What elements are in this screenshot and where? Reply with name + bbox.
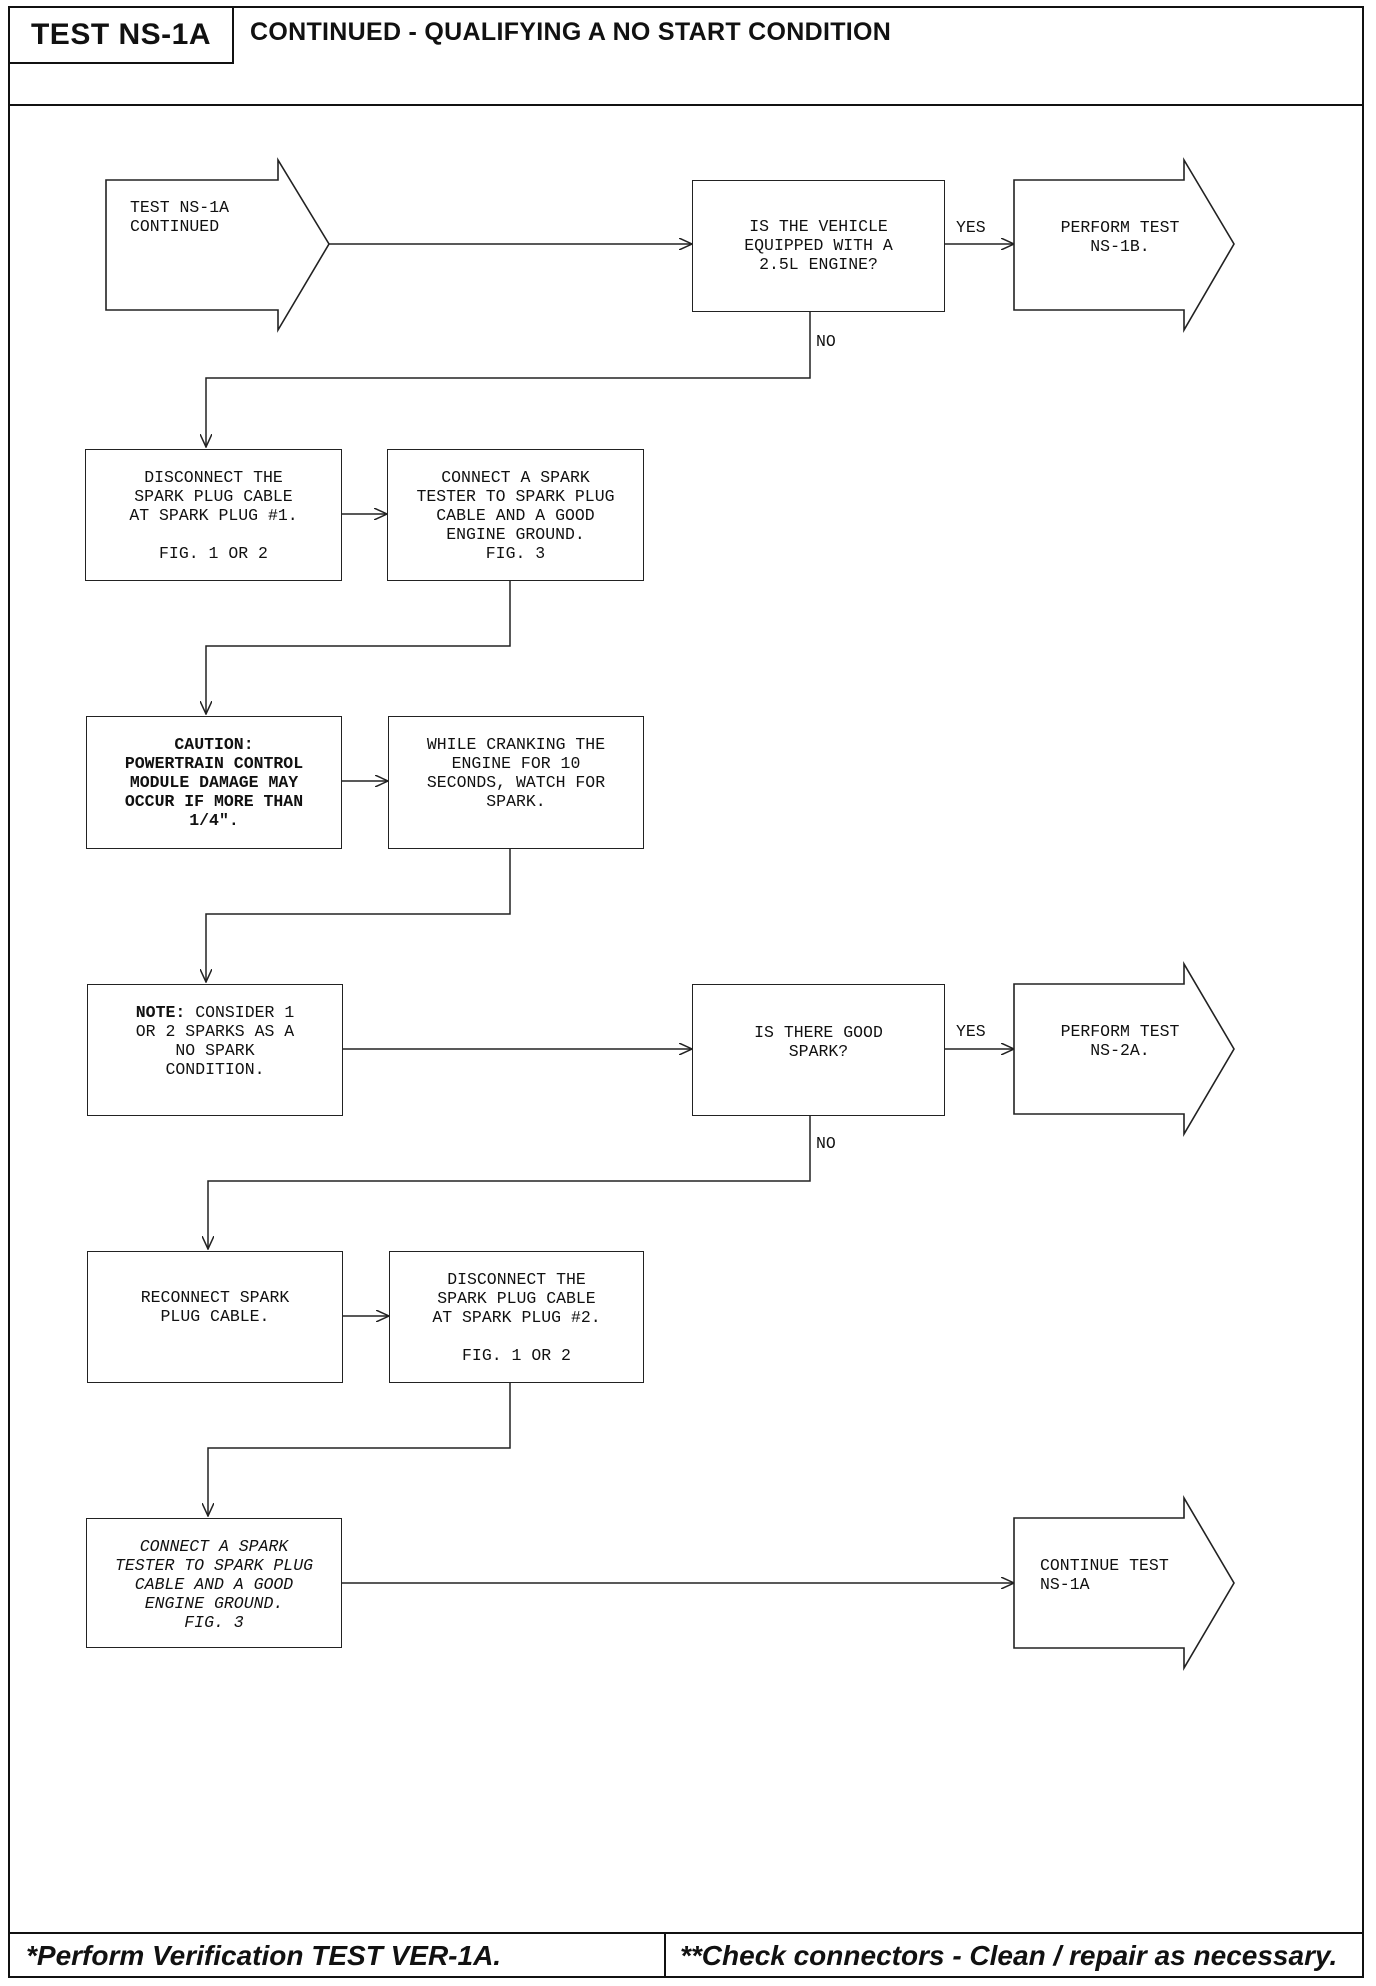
disconnect-plug2-box: DISCONNECT THE SPARK PLUG CABLE AT SPARK… [389,1251,644,1383]
connect-tester2-text: CONNECT A SPARK TESTER TO SPARK PLUG CAB… [114,1537,314,1632]
note-box: NOTE: CONSIDER 1 OR 2 SPARKS AS A NO SPA… [87,984,343,1116]
footer-connectors-note: **Check connectors - Clean / repair as n… [680,1940,1338,1971]
footer-divider [664,1932,666,1978]
good-spark-question-box: IS THERE GOOD SPARK? [692,984,945,1116]
reconnect-box: RECONNECT SPARK PLUG CABLE. [87,1251,343,1383]
continue-ns1a-arrow-shape [1013,1495,1235,1671]
connector-engine-no [206,312,811,447]
engine-yes-label: YES [956,218,986,237]
page-frame [8,6,1364,1978]
engine-question-box: IS THE VEHICLE EQUIPPED WITH A 2.5L ENGI… [692,180,945,312]
caution-box: CAUTION: POWERTRAIN CONTROL MODULE DAMAG… [86,716,342,849]
note-label: NOTE: [135,1003,186,1022]
spark-no-label: NO [816,1134,836,1153]
footer-verification-note: *Perform Verification TEST VER-1A. [26,1940,502,1971]
connect-tester1-box: CONNECT A SPARK TESTER TO SPARK PLUG CAB… [387,449,644,581]
connector-crank-to-note [206,849,511,982]
connector-spark-no [208,1116,811,1249]
perform-ns2a-arrow-shape [1013,961,1235,1137]
connector-disconnect2-to-tester2 [208,1383,511,1516]
perform-ns1b-label: PERFORM TEST NS-1B. [1060,218,1180,256]
perform-ns1b-arrow-shape [1013,157,1235,333]
perform-ns2a-label: PERFORM TEST NS-2A. [1060,1022,1180,1060]
engine-no-label: NO [816,332,836,351]
footer-bar [8,1932,1364,1978]
page-title: CONTINUED - QUALIFYING A NO START CONDIT… [250,18,892,46]
start-arrow-shape [105,157,330,333]
test-id-tab: TEST NS-1A [8,6,234,64]
note-text: CONSIDER 1 OR 2 SPARKS AS A NO SPARK CON… [135,1003,295,1079]
spark-yes-label: YES [956,1022,986,1041]
connector-tester1-to-caution [206,581,511,714]
continue-ns1a-label: CONTINUE TEST NS-1A [1040,1556,1169,1594]
connect-tester2-box: CONNECT A SPARK TESTER TO SPARK PLUG CAB… [86,1518,342,1648]
start-label: TEST NS-1A CONTINUED [130,198,230,236]
crank-watch-box: WHILE CRANKING THE ENGINE FOR 10 SECONDS… [388,716,644,849]
header-bar [8,6,1364,106]
disconnect-plug1-box: DISCONNECT THE SPARK PLUG CABLE AT SPARK… [85,449,342,581]
